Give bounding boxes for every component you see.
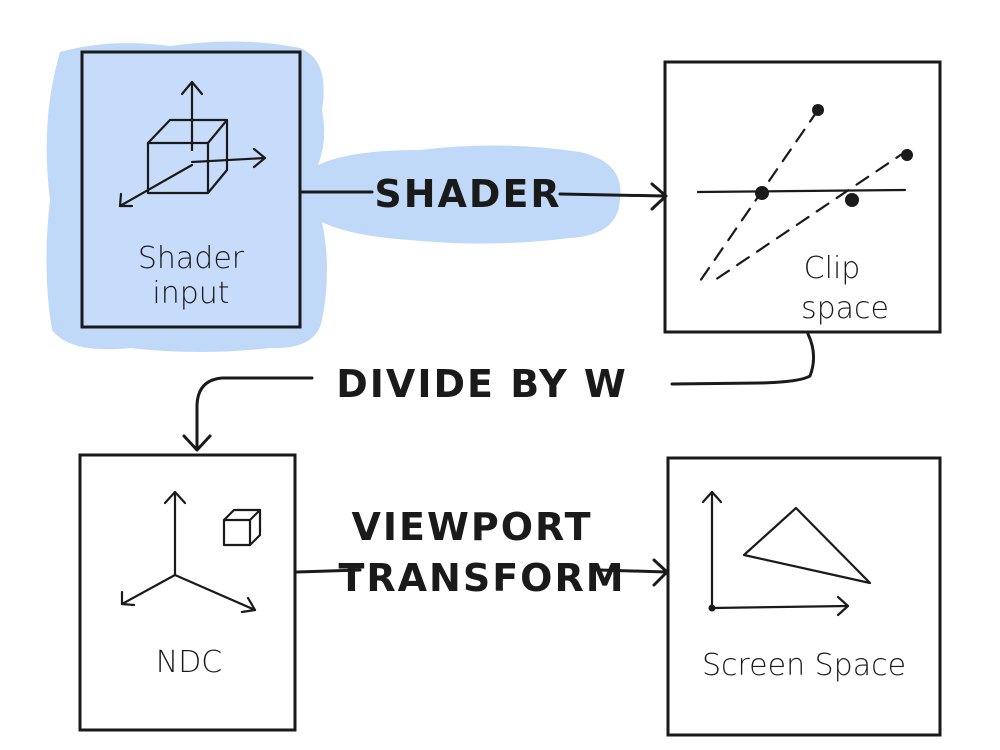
- node-ndc: NDC: [78, 453, 297, 732]
- node-clip-space: Clip space: [663, 60, 942, 334]
- edge-shader-label: SHADER: [374, 172, 561, 216]
- screen-space-box: [666, 456, 942, 737]
- ndc-box: [78, 453, 297, 732]
- clip-space-sketch: [696, 104, 913, 286]
- ndc-label: NDC: [156, 645, 223, 680]
- cube-axes-icon: [118, 80, 267, 208]
- edge-viewport: VIEWPORT TRANSFORM: [295, 505, 669, 600]
- node-screen-space: Screen Space: [666, 456, 942, 737]
- clip-space-label-line2: space: [801, 291, 889, 326]
- shader-input-label-line1: Shader: [138, 241, 245, 276]
- screen-space-label: Screen Space: [702, 648, 906, 683]
- clip-space-label-line1: Clip: [804, 251, 861, 286]
- ndc-cube-icon: [222, 508, 262, 547]
- screen-space-sketch: [701, 490, 872, 617]
- edge-viewport-label-line1: VIEWPORT: [351, 505, 592, 549]
- edge-divide: DIVIDE BY W: [182, 332, 815, 452]
- edge-viewport-label-line2: TRANSFORM: [338, 556, 625, 600]
- edge-divide-label: DIVIDE BY W: [336, 362, 628, 406]
- shader-input-label-line2: input: [152, 276, 229, 311]
- edge-shader: SHADER: [300, 172, 668, 216]
- node-shader-input: Shader input: [80, 50, 302, 329]
- ndc-axes-icon: [120, 490, 257, 614]
